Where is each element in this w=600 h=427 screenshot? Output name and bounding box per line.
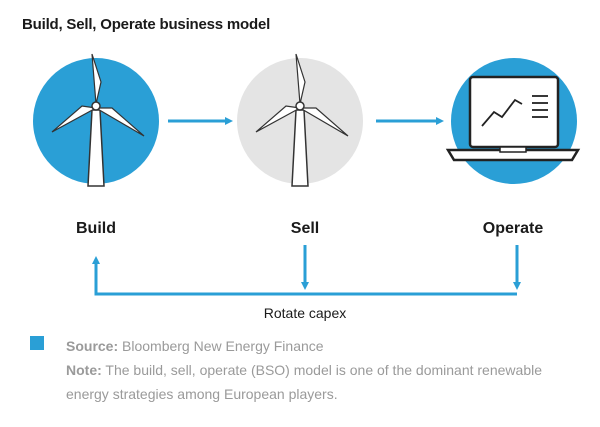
wind-turbine-icon bbox=[51, 53, 145, 187]
laptop-chart-icon bbox=[445, 75, 581, 162]
legend-swatch bbox=[30, 336, 44, 350]
source-key: Source: bbox=[66, 338, 119, 354]
diagram-title: Build, Sell, Operate business model bbox=[22, 16, 271, 33]
note-key: Note: bbox=[66, 362, 102, 378]
rotate-capex-label: Rotate capex bbox=[263, 305, 347, 321]
note-line: Note: The build, sell, operate (BSO) mod… bbox=[66, 358, 566, 406]
note-text: The build, sell, operate (BSO) model is … bbox=[66, 362, 542, 402]
source-text: Bloomberg New Energy Finance bbox=[118, 338, 324, 354]
sell-stage-icon bbox=[237, 53, 363, 187]
stage-label-operate: Operate bbox=[482, 220, 544, 237]
stage-label-sell: Sell bbox=[290, 220, 320, 237]
rotate-capex-loop bbox=[92, 245, 521, 296]
source-line: Source: Bloomberg New Energy Finance bbox=[66, 334, 566, 358]
notes-block: Source: Bloomberg New Energy Finance Not… bbox=[66, 334, 566, 406]
operate-stage-icon bbox=[445, 58, 581, 184]
stage-label-build: Build bbox=[76, 220, 116, 237]
build-stage-icon bbox=[33, 53, 159, 187]
wind-turbine-icon bbox=[255, 53, 349, 187]
